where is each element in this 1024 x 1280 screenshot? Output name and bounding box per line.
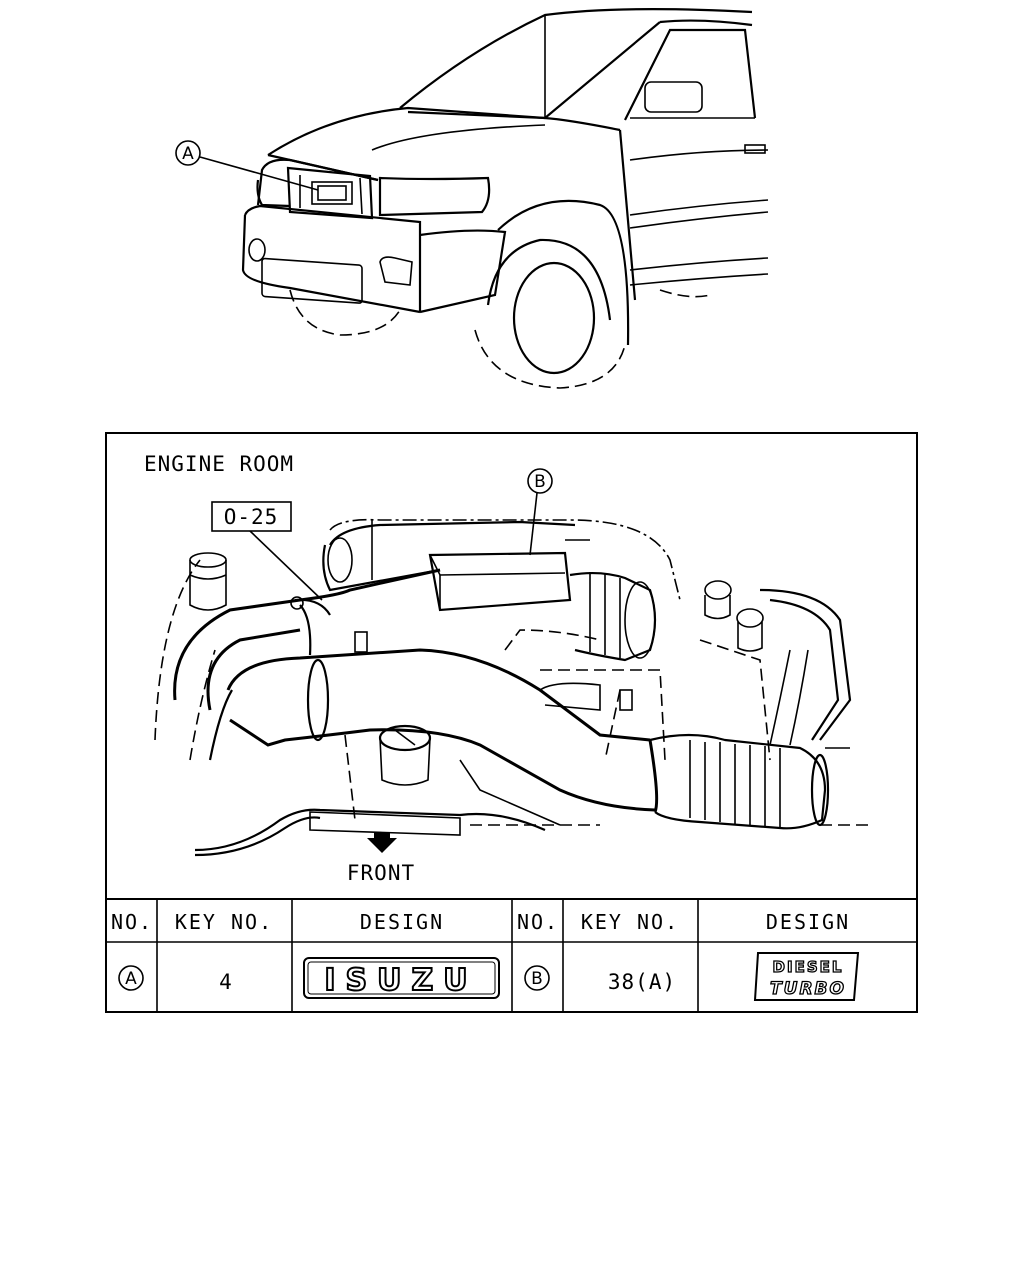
header-design-1: DESIGN <box>360 910 444 934</box>
part-ref-box <box>211 501 292 532</box>
isuzu-emblem <box>303 957 500 999</box>
callout-a-label: A <box>182 144 194 164</box>
engine-room-title: ENGINE ROOM <box>144 452 294 476</box>
front-arrow-icon <box>367 838 397 853</box>
header-no-2: NO. <box>517 910 559 934</box>
diesel-turbo-emblem <box>753 952 860 1001</box>
isuzu-emblem-text: ISUZU <box>324 963 477 998</box>
row-b-no: B <box>531 969 543 989</box>
header-design-2: DESIGN <box>766 910 850 934</box>
front-label: FRONT <box>347 861 415 885</box>
callout-b-label: B <box>534 472 546 492</box>
header-no-1: NO. <box>111 910 153 934</box>
header-key-no-2: KEY NO. <box>581 910 679 934</box>
turbo-emblem-text: TURBO <box>770 979 846 999</box>
diesel-emblem-text: DIESEL <box>773 958 844 976</box>
part-ref-label: O-25 <box>224 505 279 529</box>
engine-illustration <box>154 518 870 857</box>
row-a-key-no: 4 <box>219 970 233 994</box>
header-key-no-1: KEY NO. <box>175 910 273 934</box>
parts-table: NO. KEY NO. DESIGN NO. KEY NO. DESIGN A … <box>106 898 917 1012</box>
row-a-no: A <box>125 969 137 989</box>
row-b-key-no: 38(A) <box>608 970 676 994</box>
vehicle-illustration: A <box>175 8 769 389</box>
